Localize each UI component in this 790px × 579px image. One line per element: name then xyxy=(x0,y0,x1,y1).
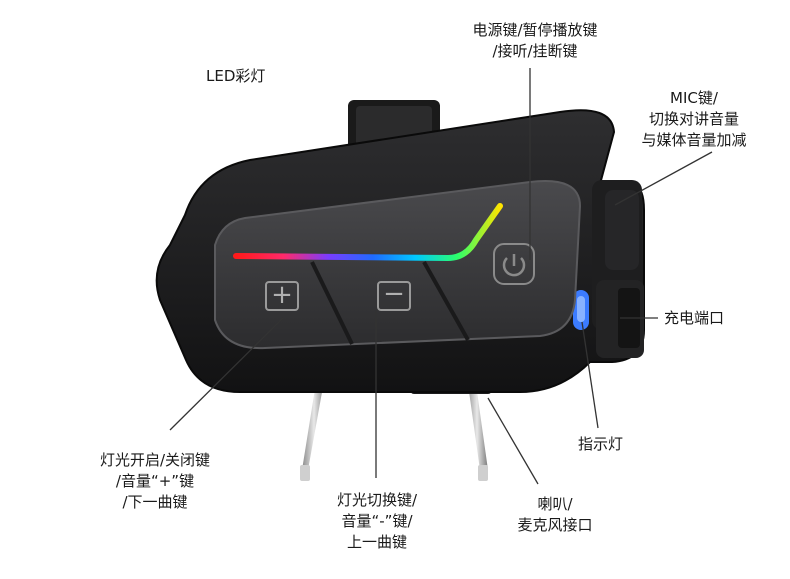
plus-symbol: + xyxy=(271,280,293,310)
label-power-line1: 电源键/暂停播放键 xyxy=(472,21,598,39)
label-plus-line2: /音量“+”键 xyxy=(115,472,195,490)
label-led: LED彩灯 xyxy=(206,67,266,85)
leader-plus xyxy=(169,317,284,431)
label-indicator: 指示灯 xyxy=(578,435,624,453)
plus-button[interactable] xyxy=(265,281,299,311)
power-button[interactable] xyxy=(493,243,535,285)
power-icon xyxy=(502,254,526,277)
label-mic-line3: 与媒体音量加减 xyxy=(641,131,747,149)
separator-1 xyxy=(310,261,354,345)
charge-port[interactable] xyxy=(596,280,644,358)
leader-lines xyxy=(169,68,713,485)
label-speaker-line1: 喇叭/ xyxy=(537,495,573,513)
label-power: 电源键/暂停播放键 /接听/挂断键 xyxy=(450,20,620,62)
separator-2 xyxy=(422,261,470,341)
label-mic-line2: 切换对讲音量 xyxy=(648,110,739,128)
label-minus-line3: 上一曲键 xyxy=(346,533,407,551)
leader-mic xyxy=(614,151,713,206)
label-speaker: 喇叭/ 麦克风接口 xyxy=(500,494,610,536)
label-charge: 充电端口 xyxy=(664,309,725,327)
led-strip xyxy=(233,203,503,262)
leader-speaker xyxy=(487,397,539,485)
minus-button[interactable] xyxy=(377,281,411,311)
label-power-line2: /接听/挂断键 xyxy=(492,42,578,60)
mount-legs xyxy=(300,370,488,481)
leader-indicator xyxy=(581,321,599,429)
label-speaker-line2: 麦克风接口 xyxy=(517,516,593,534)
label-plus-line3: /下一曲键 xyxy=(122,493,188,511)
label-minus: 灯光切换键/ 音量“-”键/ 上一曲键 xyxy=(312,490,442,553)
mic-button[interactable] xyxy=(605,190,639,270)
label-minus-line1: 灯光切换键/ xyxy=(336,491,418,509)
minus-symbol: − xyxy=(383,279,405,309)
label-minus-line2: 音量“-”键/ xyxy=(341,512,413,530)
label-plus: 灯光开启/关闭键 /音量“+”键 /下一曲键 xyxy=(80,450,230,513)
label-plus-line1: 灯光开启/关闭键 xyxy=(99,451,211,469)
label-mic: MIC键/ 切换对讲音量 与媒体音量加减 xyxy=(624,88,764,151)
label-mic-line1: MIC键/ xyxy=(670,89,718,107)
